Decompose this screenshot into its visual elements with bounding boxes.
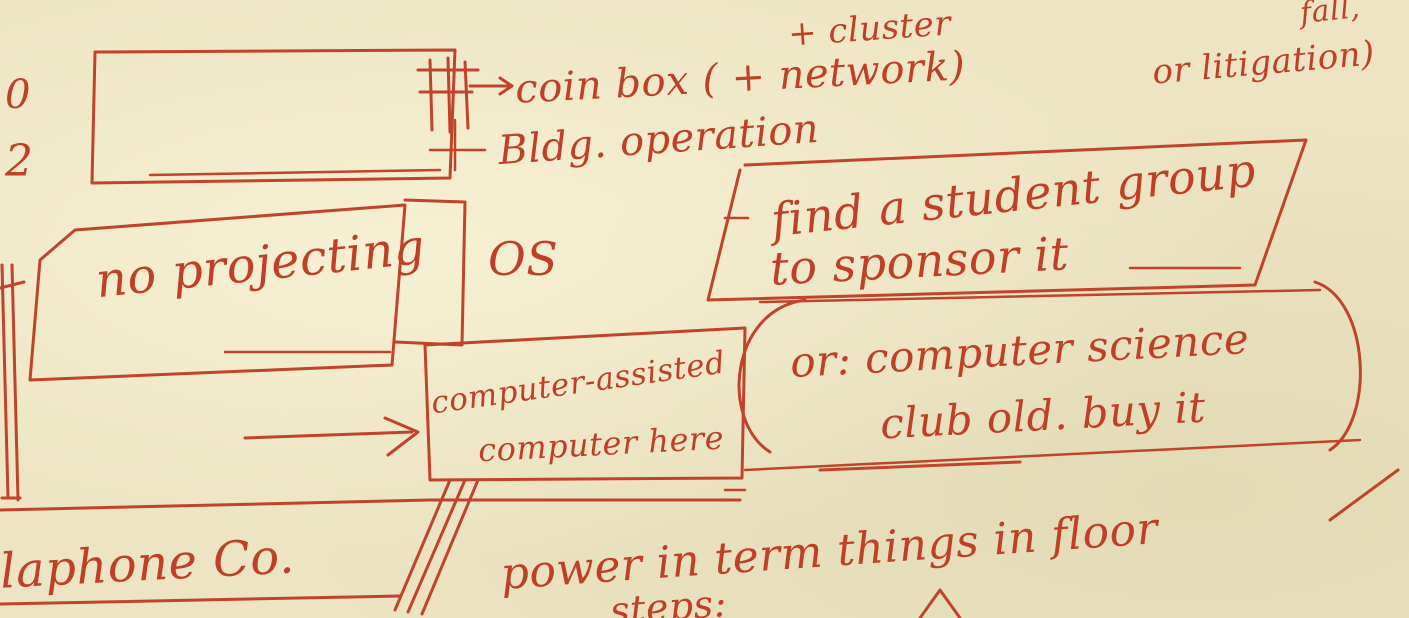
note-os: OS xyxy=(488,232,559,286)
note-steps: steps: xyxy=(608,580,729,618)
coin-box-marker xyxy=(416,56,480,134)
long-divider xyxy=(0,498,742,512)
note-fall: fall, xyxy=(1298,0,1362,32)
bottom-line xyxy=(0,594,402,606)
cs-club-line xyxy=(743,288,1362,472)
note-margin-0: 0 xyxy=(5,72,31,118)
cs-club-bracket xyxy=(737,298,1022,472)
cs-club-paren xyxy=(1313,280,1362,452)
computer-arrow xyxy=(243,416,420,457)
top-box-underline xyxy=(148,168,442,177)
computer-box xyxy=(423,326,747,482)
projecting-box xyxy=(28,203,407,382)
right-slash xyxy=(1328,468,1400,522)
note-margin-2: 2 xyxy=(5,136,34,187)
bldg-bracket xyxy=(428,118,487,172)
top-box xyxy=(90,48,457,185)
left-margin-bars xyxy=(0,263,26,502)
cable-lines xyxy=(393,478,480,616)
coin-box-arrow xyxy=(468,76,514,96)
note-phone-co: laphone Co. xyxy=(0,528,296,600)
bottom-arrow xyxy=(918,588,962,618)
student-group-box xyxy=(706,138,1308,302)
